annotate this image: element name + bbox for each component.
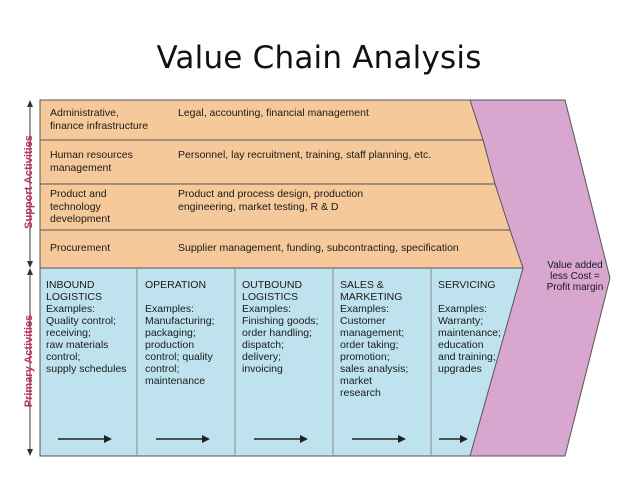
page-title: Value Chain Analysis (156, 40, 482, 76)
primary-bracket-arrow-top (27, 268, 33, 275)
support-activity-name: Administrative, finance infrastructure (50, 107, 149, 132)
flow-arrow (58, 435, 112, 443)
support-bracket-arrow-bottom (27, 261, 33, 268)
flow-arrow (254, 435, 308, 443)
primary-activity-examples: Examples: Warranty; maintenance; educati… (438, 303, 502, 375)
support-activity-description: Product and process design, production e… (178, 188, 364, 213)
flow-arrow (156, 435, 210, 443)
primary-activity-name: INBOUND LOGISTICS (46, 279, 103, 303)
support-activity-name: Human resources management (50, 149, 133, 174)
flow-arrow (439, 435, 468, 443)
primary-activity-examples: Examples: Quality control; receiving; ra… (46, 303, 127, 375)
support-bracket-arrow-top (27, 100, 33, 107)
primary-activity-name: SERVICING (438, 279, 496, 291)
primary-activity-examples: Examples: Finishing goods; order handlin… (242, 303, 319, 375)
primary-activities-label: Primary Activities (23, 314, 35, 408)
support-activity-description: Personnel, lay recruitment, training, st… (178, 149, 432, 161)
primary-activity-name: SALES & MARKETING (340, 279, 403, 303)
flow-arrow (352, 435, 406, 443)
support-activity-name: Procurement (50, 242, 111, 254)
profit-margin-label: Value added less Cost = Profit margin (546, 260, 604, 293)
primary-activity-examples: Examples: Customer management; order tak… (340, 303, 409, 399)
support-activity-description: Legal, accounting, financial management (178, 107, 369, 119)
support-activity-description: Supplier management, funding, subcontrac… (178, 242, 459, 254)
primary-region (39, 267, 524, 457)
primary-activity-examples: Examples: Manufacturing; packaging; prod… (145, 303, 215, 387)
primary-bracket-arrow-bottom (27, 449, 33, 456)
primary-activity-name: OPERATION (145, 279, 207, 291)
support-activity-name: Product and technology development (50, 188, 111, 225)
support-activities-label: Support Activities (23, 135, 35, 229)
primary-activity-name: OUTBOUND LOGISTICS (242, 279, 303, 303)
